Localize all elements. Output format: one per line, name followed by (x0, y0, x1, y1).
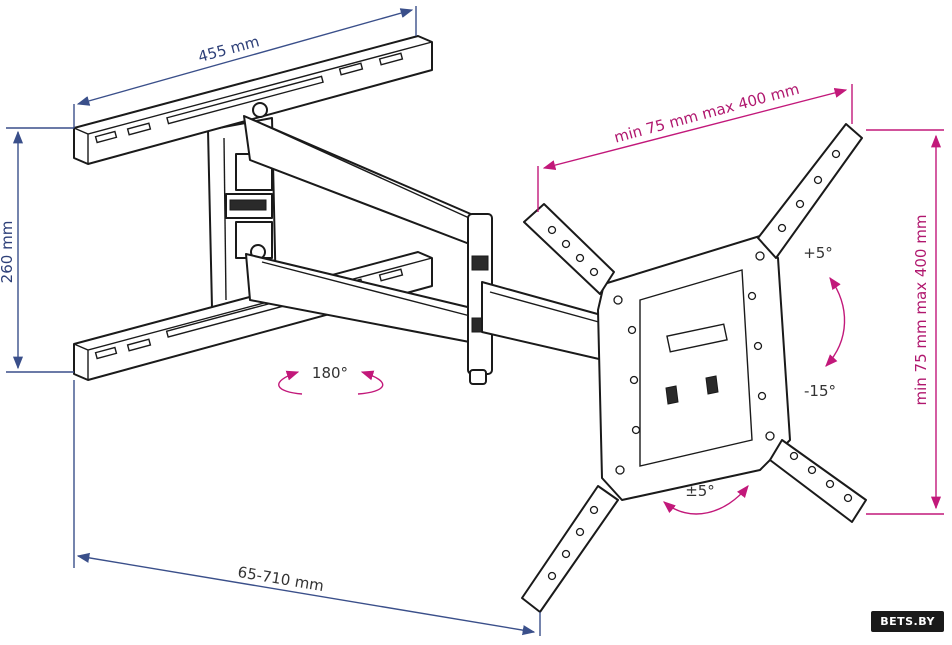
level-label: ±5° (685, 482, 715, 500)
tilt-down-label: -15° (804, 382, 836, 400)
swivel-indicator: 180° (278, 364, 384, 395)
vesa-plate (597, 235, 791, 501)
vesa-arm-lower-right (769, 439, 867, 523)
watermark-logo: BETS.BY (871, 611, 944, 632)
vesa-plate-body (597, 235, 791, 501)
upper-arm (243, 115, 481, 249)
pivot-bolt-top (252, 102, 268, 118)
vesa-arm-lower-left (521, 485, 619, 613)
vesa-arm-upper-right (757, 123, 863, 259)
articulating-arms (243, 115, 613, 385)
tilt-indicator: +5° -15° (803, 244, 846, 400)
level-indicator: ±5° (663, 482, 749, 515)
vesa-horizontal-label: min 75 mm max 400 mm (612, 80, 801, 147)
wall-plate-height-label: 260 mm (0, 221, 16, 284)
dimension-extension: 65-710 mm (73, 380, 541, 636)
dimension-wall-plate-height: 260 mm (0, 127, 74, 373)
front-arm (481, 281, 613, 363)
tilt-up-label: +5° (803, 244, 833, 262)
vesa-vertical-label: min 75 mm max 400 mm (912, 215, 930, 406)
dimension-vesa-vertical: min 75 mm max 400 mm (866, 129, 944, 515)
vesa-arm-upper-left (523, 203, 615, 295)
swivel-label: 180° (312, 364, 348, 382)
